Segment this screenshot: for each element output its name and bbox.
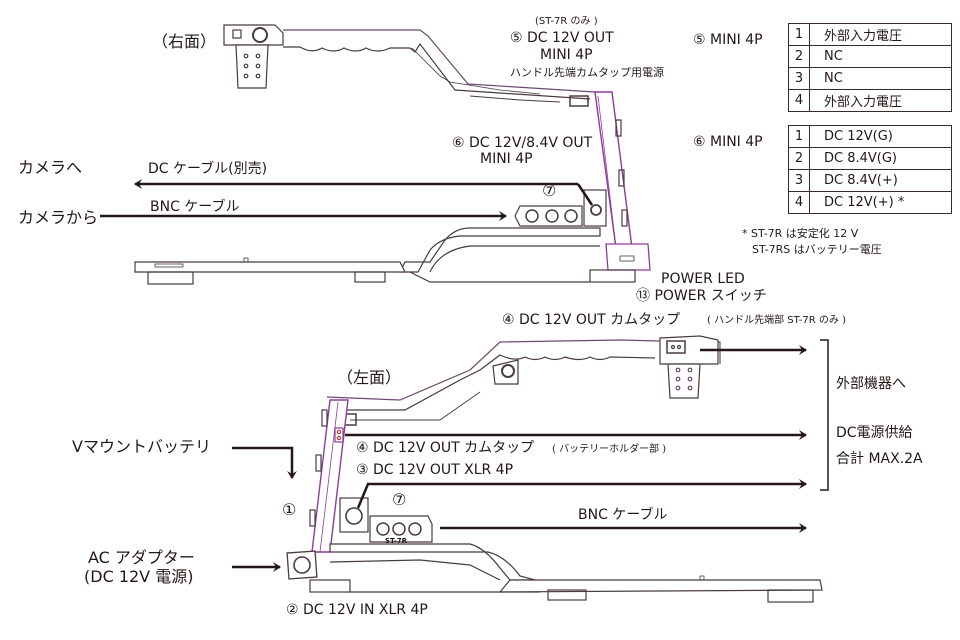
xlr-out-arrow (356, 479, 807, 509)
bnc-panel (514, 205, 583, 227)
pin-number: 4 (788, 191, 810, 214)
handle-front-block (659, 335, 719, 365)
ac-adapter-label-2: (DC 12V 電源) (84, 567, 194, 586)
v-mount-label: Vマウントバッテリ (72, 437, 211, 456)
base-body (329, 543, 536, 581)
pin-value: DC 12V(+) * (809, 191, 952, 214)
xlr-in-panel (286, 550, 318, 580)
pin-value: NC (809, 45, 952, 68)
bnc-connector (545, 209, 559, 223)
pin-number: 4 (788, 89, 810, 112)
port6-sub: MINI 4P (480, 151, 533, 167)
base-body (399, 227, 601, 273)
handle-plate (667, 363, 701, 399)
pin-value: 外部入力電圧 (809, 89, 952, 112)
mini4p-panel (583, 189, 607, 227)
top-connectors (100, 179, 594, 221)
dc-cable-label: DC ケーブル(別売) (148, 161, 268, 177)
pin-value: DC 12V(G) (809, 125, 952, 148)
handle-plate (235, 44, 269, 89)
port4-battery-note: ( バッテリーホルダー部 ) (552, 444, 667, 455)
footnote-line1: * ST-7R は安定化 12 V (742, 227, 859, 240)
xlr-out-panel (339, 497, 369, 533)
ac-adapter-label-1: AC アダプター (88, 548, 195, 567)
bnc-connector (392, 522, 406, 536)
port3-label: ③ DC 12V OUT XLR 4P (356, 462, 514, 478)
pin-value: 外部入力電圧 (809, 23, 952, 46)
base-plate (134, 261, 406, 273)
xlr-in-connector (293, 556, 311, 574)
pin-number: 3 (788, 67, 810, 90)
plate-holes (675, 367, 693, 391)
power-switch-box (605, 243, 651, 271)
pin-value: DC 8.4V(G) (809, 147, 952, 170)
model-tag: ST-7R (385, 537, 407, 545)
port5-title: ⑤ DC 12V OUT (510, 30, 614, 46)
port4-handle-label: ④ DC 12V OUT カムタップ (502, 312, 681, 328)
pin-number: 2 (788, 147, 810, 170)
port7-label-bottom: ⑦ (392, 490, 407, 509)
left-side-device (286, 335, 823, 603)
pin-number: 1 (788, 125, 810, 148)
bnc-connector (564, 209, 578, 223)
bnc-connector (525, 209, 539, 223)
from-camera-label: カメラから (18, 208, 99, 227)
power-switch-label: ⑬ POWER スイッチ (636, 288, 767, 304)
pin-value: NC (809, 67, 952, 90)
view-label-right: （右面） (152, 32, 217, 51)
dc-cable-to-port6 (576, 183, 594, 206)
pin-table-5-title: ⑤ MINI 4P (693, 32, 763, 48)
pin-table-6-title: ⑥ MINI 4P (693, 134, 763, 150)
handle-cable (350, 391, 481, 421)
mini4p-connector (590, 204, 602, 216)
bnc-cable-label-top: BNC ケーブル (150, 199, 240, 215)
cam-tap-battery (334, 427, 344, 443)
bottom-connectors (232, 339, 829, 572)
pin-value: DC 8.4V(+) (809, 169, 952, 192)
external-label-3: 合計 MAX.2A (836, 451, 923, 467)
port5-note: (ST-7R のみ ) (535, 16, 598, 27)
plate-holes (243, 53, 261, 79)
view-label-left: （左面） (337, 368, 402, 387)
port5-sub: MINI 4P (540, 47, 593, 63)
to-camera-label: カメラへ (18, 158, 83, 177)
port4-battery-label: ④ DC 12V OUT カムタップ (356, 440, 535, 456)
pin-number: 2 (788, 45, 810, 68)
port4-handle-note: ( ハンドル先端部 ST-7R のみ ) (707, 315, 846, 326)
bnc-cable-label-bottom: BNC ケーブル (578, 507, 668, 523)
pin-number: 1 (788, 23, 810, 46)
port5-desc: ハンドル先端カムタップ用電源 (510, 66, 664, 79)
external-label-1: 外部機器へ (836, 376, 906, 392)
bnc-connector (376, 522, 390, 536)
port7-label-top: ⑦ (542, 181, 557, 200)
bnc-connector (408, 522, 422, 536)
port1-label: ① (282, 500, 297, 519)
port2-label: ② DC 12V IN XLR 4P (286, 602, 428, 618)
external-bracket (820, 339, 829, 491)
pin-number: 3 (788, 169, 810, 192)
external-label-2: DC電源供給 (836, 425, 913, 441)
footnote-line2: ST-7RS はバッテリー電圧 (752, 243, 882, 256)
cam-tap-knob (252, 27, 268, 43)
handle-cable (469, 95, 561, 103)
cam-tap-socket (666, 340, 686, 354)
xlr-out-connector (345, 507, 363, 525)
right-side-device (134, 24, 651, 285)
v-mount-arrow (232, 446, 297, 479)
power-led-label: POWER LED (661, 271, 745, 287)
base-plate (498, 579, 823, 593)
port6-title: ⑥ DC 12V/8.4V OUT (452, 135, 593, 151)
